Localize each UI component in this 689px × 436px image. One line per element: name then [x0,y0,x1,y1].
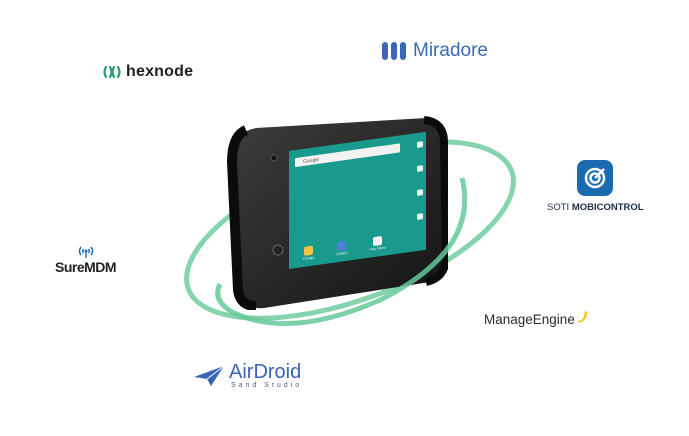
swirl-icon [577,310,587,323]
manageengine-wordmark: ManageEngine [484,312,575,327]
soti-wordmark: SOTI MOBICONTROL [547,202,644,213]
suremdm-logo[interactable]: SureMDM [55,244,117,275]
target-icon [577,160,614,196]
soti-product: MOBICONTROL [571,202,644,213]
airdroid-wordmark: AirDroid [229,361,302,383]
miradore-logo[interactable]: Miradore [381,40,488,62]
hexnode-icon [103,65,121,79]
airdroid-subtitle: Sand Studio [231,382,303,389]
airdroid-logo[interactable]: AirDroid Sand Studio [193,362,302,389]
miradore-wordmark: Miradore [413,40,488,61]
miradore-icon [382,42,406,60]
soti-mobicontrol-logo[interactable]: SOTI MOBICONTROL [547,160,644,213]
hexnode-wordmark: hexnode [126,63,194,80]
suremdm-wordmark: SureMDM [55,259,117,275]
paper-plane-icon [194,365,225,386]
airdroid-wordmark-group: AirDroid Sand Studio [229,362,302,389]
hexnode-logo[interactable]: hexnode [103,63,193,81]
manageengine-logo[interactable]: ManageEngine [484,310,588,327]
soti-prefix: SOTI [547,202,572,213]
signal-antenna-icon [78,246,93,258]
